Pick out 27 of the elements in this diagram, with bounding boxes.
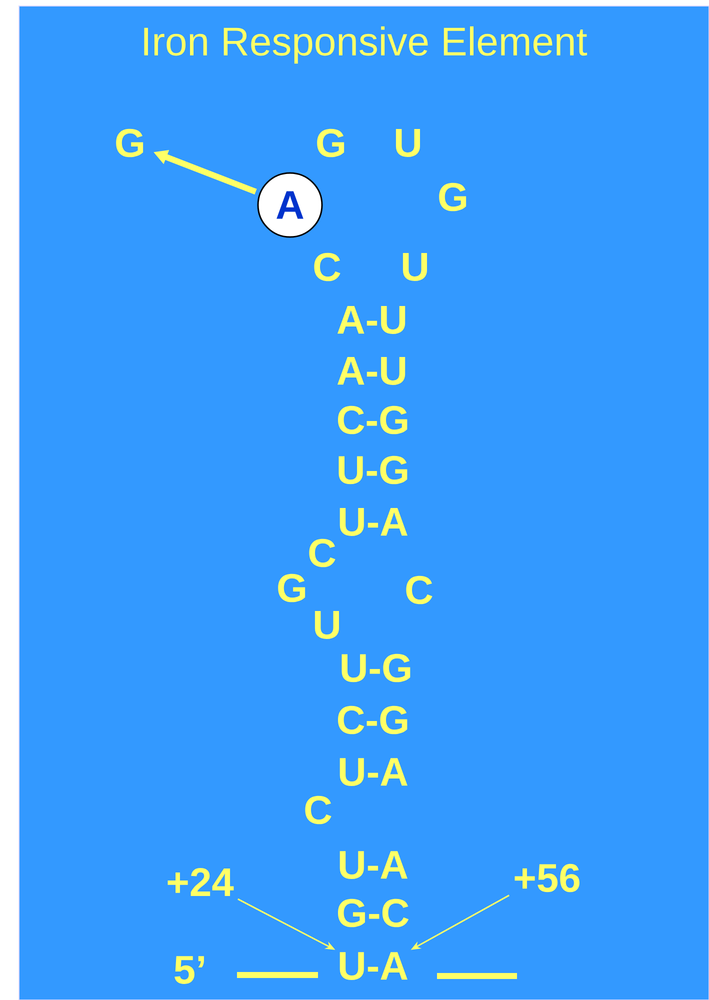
nucleotide-label: U <box>314 611 339 639</box>
nucleotide-label: C <box>406 576 432 604</box>
end-label: 5’ <box>174 956 204 984</box>
nucleotide-label: U <box>396 129 420 157</box>
nucleotide-label: C <box>309 538 336 568</box>
base-pair-label: A-U <box>337 306 406 334</box>
nucleotide-label: U-A <box>340 952 408 980</box>
position-label: +24 <box>168 868 234 896</box>
base-pair-label: U-G <box>338 456 408 484</box>
base-pair-label: U-A <box>340 758 408 786</box>
nucleotide-label: U <box>402 253 427 281</box>
base-pair-label: U-A <box>340 508 408 536</box>
nucleotide-label: G <box>317 128 344 158</box>
base-pair-label: U-G <box>342 654 410 682</box>
nucleotide-label: C <box>314 252 340 282</box>
nucleotide-label: G <box>278 574 306 602</box>
base-pair-label: U-A <box>340 851 408 879</box>
circled-nucleotide: A <box>257 172 323 238</box>
nucleotide-label: G <box>439 182 466 212</box>
title: Iron Responsive Element <box>144 26 588 64</box>
nucleotide-label: C <box>305 796 332 824</box>
base-pair-label: C-G <box>338 406 408 434</box>
position-label: +56 <box>514 864 580 892</box>
base-pair-label: A-U <box>337 357 406 385</box>
base-pair-label: C-G <box>338 706 408 734</box>
base-pair-label: G-C <box>338 898 409 928</box>
nucleotide-label: G <box>116 128 144 158</box>
